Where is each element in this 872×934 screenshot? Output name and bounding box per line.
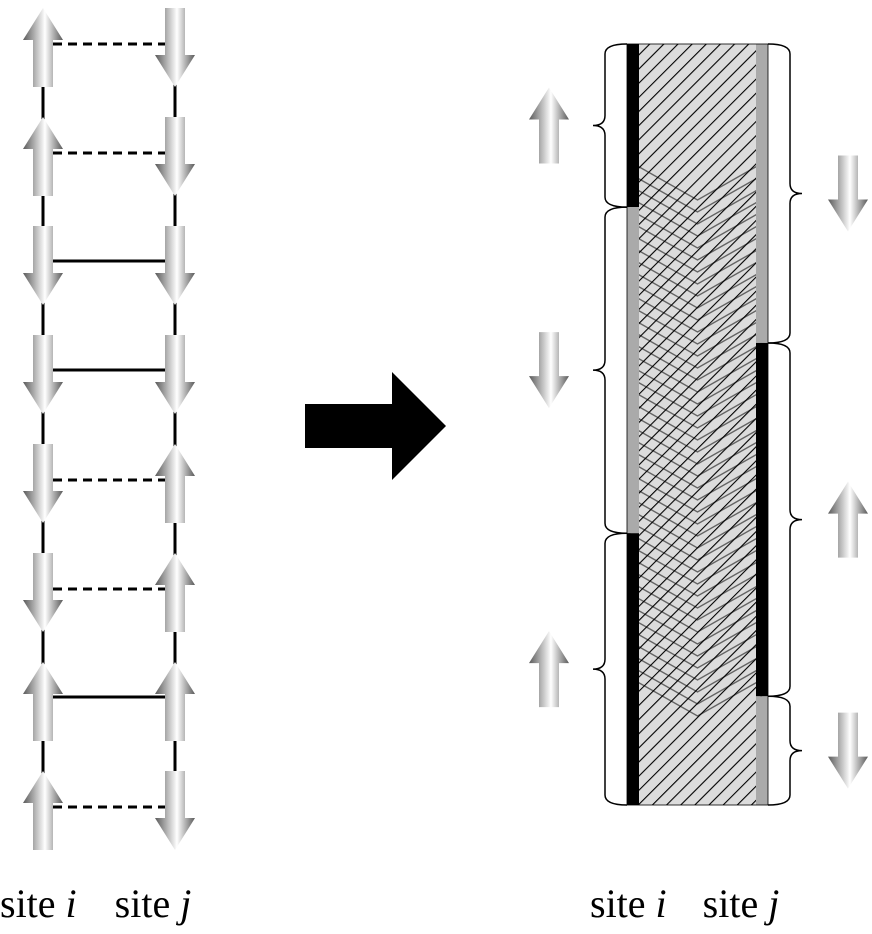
chevron-line xyxy=(627,507,768,549)
left-spin-ladder xyxy=(23,8,195,850)
site-i-spin-down-icon xyxy=(23,444,63,523)
left-site-labels: site i site j xyxy=(0,884,191,924)
chevron-line xyxy=(627,159,768,201)
site-i-spin-down-icon xyxy=(23,553,63,632)
site-j-strip-gray xyxy=(756,44,768,343)
site-i-segment-spin-up-icon xyxy=(529,631,569,708)
chevron-line xyxy=(627,543,768,585)
chevron-line xyxy=(627,171,768,213)
chevron-overlay xyxy=(627,159,768,717)
left-site-i-label: site i xyxy=(0,881,77,926)
chevron-line xyxy=(627,291,768,333)
site-j-brace xyxy=(767,342,803,698)
chevron-line xyxy=(627,639,768,681)
site-j-segment-spin-up-icon xyxy=(828,481,868,558)
site-j-spin-up-icon xyxy=(155,553,195,632)
site-i-brace xyxy=(592,206,628,534)
chevron-line xyxy=(627,267,768,309)
chevron-line xyxy=(627,603,768,645)
chevron-line xyxy=(627,471,768,513)
right-site-labels: site i site j xyxy=(590,884,779,924)
site-j-segment-spin-down-icon xyxy=(828,712,868,789)
chevron-line xyxy=(627,651,768,693)
site-j-strip-black xyxy=(756,342,768,697)
band-outline xyxy=(626,43,769,806)
chevron-line xyxy=(627,591,768,633)
chevron-line xyxy=(627,663,768,705)
site-j-spin-down-icon xyxy=(155,771,195,850)
site-j-segment-spin-down-icon xyxy=(828,155,868,232)
site-j-spin-up-icon xyxy=(155,662,195,741)
chevron-line xyxy=(627,351,768,393)
site-j-brace xyxy=(767,43,803,344)
site-j-spin-down-icon xyxy=(155,8,195,87)
hatched-band xyxy=(627,44,768,805)
site-i-strip-gray xyxy=(627,207,639,534)
chevron-line xyxy=(627,411,768,453)
chevron-line xyxy=(627,423,768,465)
right-band-diagram xyxy=(529,43,868,806)
transition-arrow xyxy=(305,372,446,480)
site-i-strip-black xyxy=(627,44,639,208)
site-j-brace xyxy=(767,695,803,806)
site-i-segment-spin-down-icon xyxy=(529,332,569,409)
chevron-line xyxy=(627,315,768,357)
chevron-line xyxy=(627,363,768,405)
chevron-line xyxy=(627,195,768,237)
site-i-strip-black xyxy=(627,533,639,805)
site-i-spin-down-icon xyxy=(23,335,63,414)
site-i-spin-up-icon xyxy=(23,771,63,850)
site-i-spin-up-icon xyxy=(23,117,63,196)
site-j-spin-down-icon xyxy=(155,226,195,305)
site-i-spin-up-icon xyxy=(23,662,63,741)
chevron-line xyxy=(627,579,768,621)
chevron-line xyxy=(627,675,768,717)
chevron-line xyxy=(627,387,768,429)
chevron-line xyxy=(627,207,768,249)
site-j-strip-gray xyxy=(756,696,768,805)
chevron-line xyxy=(627,243,768,285)
right-site-j-label: site j xyxy=(702,881,780,926)
site-i-brace xyxy=(592,532,628,806)
chevron-line xyxy=(627,303,768,345)
site-j-spin-up-icon xyxy=(155,444,195,523)
left-site-j-label: site j xyxy=(114,881,192,926)
site-i-brace xyxy=(592,43,628,208)
chevron-line xyxy=(627,183,768,225)
chevron-line xyxy=(627,519,768,561)
site-i-segment-spin-up-icon xyxy=(529,87,569,164)
chevron-line xyxy=(627,219,768,261)
chevron-line xyxy=(627,447,768,489)
chevron-line xyxy=(627,435,768,477)
chevron-line xyxy=(627,627,768,669)
chevron-line xyxy=(627,375,768,417)
site-i-spin-down-icon xyxy=(23,226,63,305)
chevron-line xyxy=(627,327,768,369)
chevron-line xyxy=(627,339,768,381)
chevron-line xyxy=(627,615,768,657)
chevron-line xyxy=(627,279,768,321)
chevron-line xyxy=(627,555,768,597)
chevron-line xyxy=(627,495,768,537)
chevron-line xyxy=(627,459,768,501)
site-i-spin-up-icon xyxy=(23,8,63,87)
site-j-spin-down-icon xyxy=(155,335,195,414)
chevron-line xyxy=(627,255,768,297)
site-j-spin-down-icon xyxy=(155,117,195,196)
right-site-i-label: site i xyxy=(590,881,667,926)
chevron-line xyxy=(627,567,768,609)
chevron-line xyxy=(627,399,768,441)
chevron-line xyxy=(627,483,768,525)
chevron-line xyxy=(627,531,768,573)
chevron-line xyxy=(627,231,768,273)
